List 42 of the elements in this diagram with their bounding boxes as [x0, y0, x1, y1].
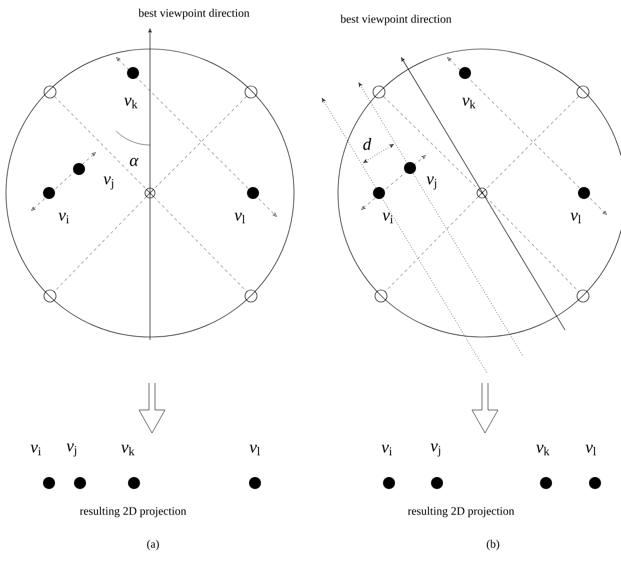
vertex-label: v$_{i}$	[382, 444, 392, 456]
dashed-line	[486, 96, 579, 190]
vertex-label: v$_{j}$	[426, 176, 436, 190]
dashed-line	[54, 196, 147, 292]
vertex-label: v$_{j}$	[430, 444, 440, 456]
vertex-label: v$_{l}$	[250, 444, 260, 456]
vertex-label: v$_{k}$	[536, 444, 550, 456]
vertex-label: v$_{l}$	[570, 212, 581, 224]
vertex-label: v$_{i}$	[382, 212, 393, 224]
hollow-circle	[576, 290, 590, 302]
vertex-label: v$_{k}$	[121, 444, 135, 456]
dashed-line	[486, 196, 579, 292]
panel-label: (a)	[147, 540, 159, 550]
vertex-label: v$_{i}$	[30, 444, 41, 456]
distance-label: d	[363, 138, 372, 150]
axis-label: best viewpoint direction	[340, 14, 452, 26]
dashed-line	[154, 96, 247, 190]
vertex-label: v$_{j}$	[104, 176, 114, 190]
projection-caption: resulting 2D projection	[408, 506, 514, 518]
center-mark	[144, 188, 156, 198]
panel-label: (b)	[486, 540, 500, 550]
hollow-circle	[244, 86, 258, 98]
center-mark	[476, 188, 488, 198]
vertex-label: v$_{l}$	[234, 212, 245, 224]
vertex-label: v$_{k}$	[124, 98, 138, 108]
dashed-line	[383, 96, 478, 190]
axis-label: best viewpoint direction	[138, 8, 250, 20]
hollow-circle	[244, 290, 258, 302]
vertex-label: v$_{k}$	[462, 98, 476, 108]
angle-label: α	[130, 158, 139, 166]
dashed-line	[385, 196, 478, 292]
vertex-label: v$_{i}$	[58, 212, 69, 224]
hollow-circle	[374, 290, 388, 302]
vertex-label: v$_{l}$	[586, 444, 596, 456]
vertex-label: v$_{j}$	[66, 444, 76, 456]
hollow-circle	[372, 86, 386, 98]
hollow-circle	[44, 290, 56, 302]
hollow-circle	[44, 86, 56, 98]
projection-caption: resulting 2D projection	[80, 506, 186, 518]
dashed-line	[54, 96, 146, 190]
dashed-line	[154, 196, 247, 292]
hollow-circle	[576, 86, 590, 98]
